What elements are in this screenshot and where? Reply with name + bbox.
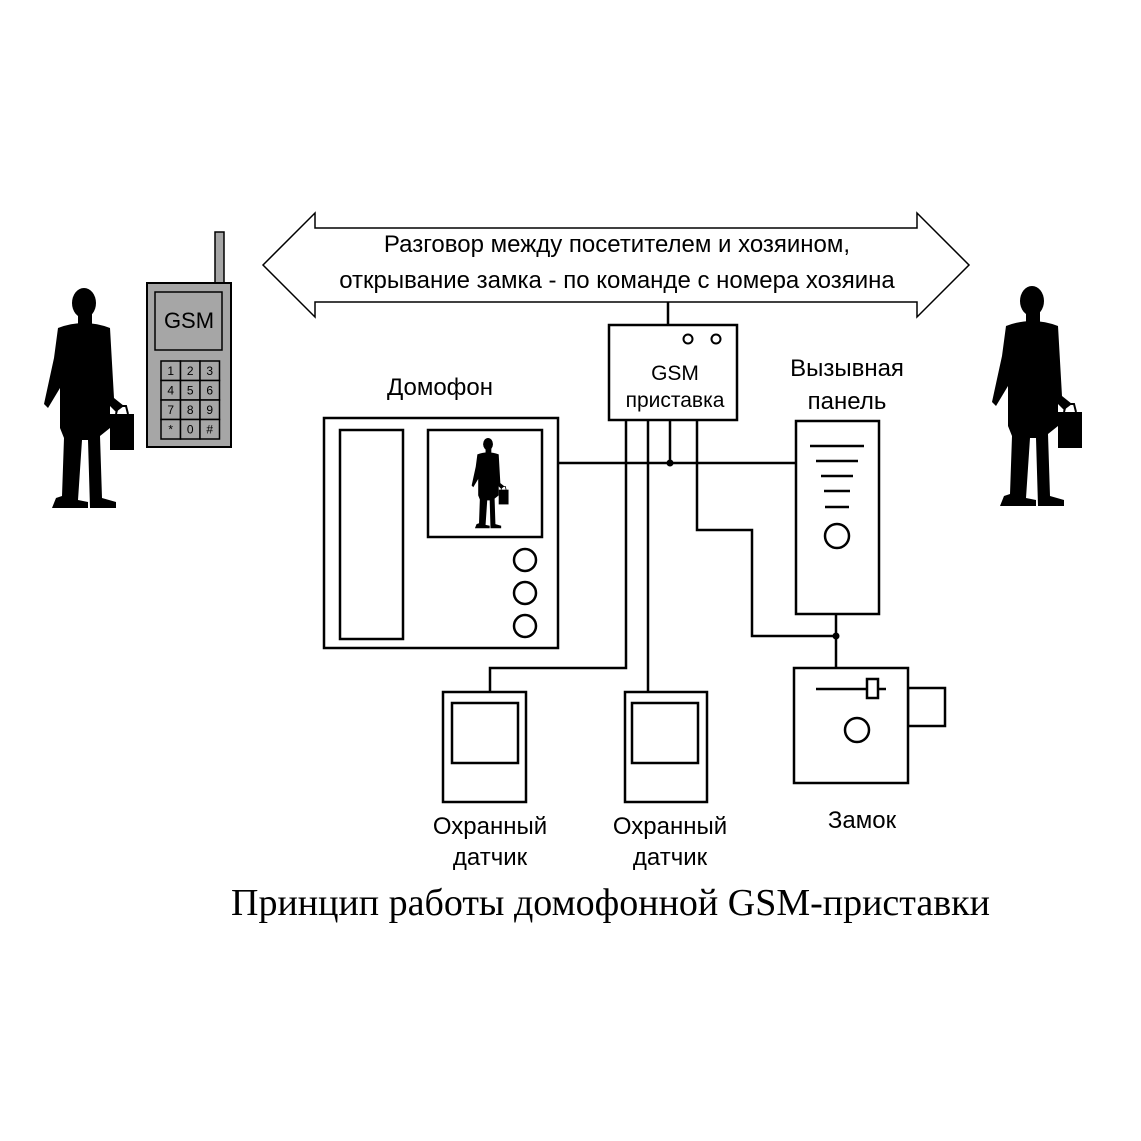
- gsm-module-label-line1: GSM: [651, 362, 699, 385]
- phone-key-label: 4: [167, 384, 174, 398]
- diagram-caption: Принцип работы домофонной GSM-приставки: [231, 882, 990, 924]
- intercom-unit: [322, 416, 560, 650]
- intercom-label: Домофон: [386, 374, 494, 401]
- phone-key-label: *: [168, 423, 173, 437]
- phone-key: [199, 418, 221, 440]
- sensor2-label-line2: датчик: [632, 844, 708, 871]
- call-panel-unit: [794, 419, 881, 616]
- person-right-icon: [991, 285, 1083, 507]
- wiring: [488, 302, 838, 692]
- phone-key-label: 1: [167, 364, 174, 378]
- phone-key-label: 5: [187, 384, 194, 398]
- junction-dot: [666, 459, 674, 467]
- phone-key-label: 3: [206, 364, 213, 378]
- phone-key-label: 0: [187, 423, 194, 437]
- junction-dot: [832, 632, 840, 640]
- phone-key-label: 6: [206, 384, 213, 398]
- sensor1-label-line1: Охранный: [432, 813, 548, 840]
- sensor1-label-line2: датчик: [452, 844, 528, 871]
- lock-label: Замок: [827, 807, 897, 834]
- gsm-module: [607, 323, 739, 422]
- phone-key-label: 2: [187, 364, 194, 378]
- sensor2-label-line1: Охранный: [612, 813, 728, 840]
- phone-key-label: 7: [167, 403, 174, 417]
- security-sensor-2: [623, 690, 709, 804]
- phone-screen-label: GSM: [164, 308, 214, 333]
- phone-key-label: 9: [206, 403, 213, 417]
- person-left-icon: [43, 287, 135, 509]
- phone-key-label: #: [206, 423, 213, 437]
- arrow-text-line1: Разговор между посетителем и хозяином,: [383, 231, 851, 258]
- arrow-text-line2: открывание замка - по команде с номера х…: [339, 267, 895, 294]
- phone-key-label: 8: [187, 403, 194, 417]
- call-panel-label-line1: Вызывная: [790, 355, 904, 382]
- security-sensor-1: [441, 690, 528, 804]
- gsm-module-label-line2: приставка: [626, 389, 725, 412]
- lock-unit: [792, 666, 947, 785]
- call-panel-label-line2: панель: [807, 388, 887, 415]
- double-arrow: [261, 211, 971, 319]
